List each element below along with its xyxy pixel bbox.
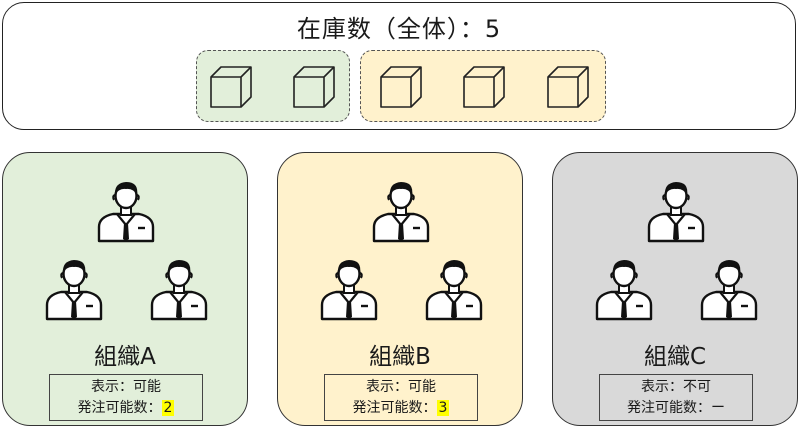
display-status: 表示：不可 bbox=[641, 379, 711, 395]
box-icon bbox=[460, 63, 508, 111]
display-status: 表示：可能 bbox=[366, 379, 436, 395]
person-icon bbox=[698, 257, 760, 321]
person-icon bbox=[95, 179, 157, 243]
stock-separator: ： bbox=[459, 15, 485, 43]
person-icon bbox=[318, 257, 380, 321]
person-icon bbox=[423, 257, 485, 321]
stock-label: 在庫数（全体） bbox=[296, 15, 460, 43]
org-card-b: 組織B 表示：可能 発注可能数：3 bbox=[277, 152, 523, 426]
org-name: 組織C bbox=[643, 344, 707, 370]
box-icon bbox=[544, 63, 592, 111]
org-name: 組織A bbox=[94, 344, 156, 370]
org-card-c: 組織C 表示：不可 発注可能数：ー bbox=[552, 152, 798, 426]
order-count-value: 2 bbox=[161, 400, 175, 416]
person-icon bbox=[593, 257, 655, 321]
person-icon bbox=[148, 257, 210, 321]
stock-value: 5 bbox=[484, 15, 502, 43]
box-icon bbox=[207, 63, 255, 111]
stock-group-b bbox=[360, 50, 606, 122]
org-info-box: 表示：不可 発注可能数：ー bbox=[599, 374, 753, 421]
org-name: 組織B bbox=[369, 344, 431, 370]
display-status: 表示：可能 bbox=[91, 379, 161, 395]
box-icon bbox=[377, 63, 425, 111]
org-info-box: 表示：可能 発注可能数：3 bbox=[324, 374, 478, 421]
stock-title: 在庫数（全体）：5 bbox=[3, 9, 795, 44]
person-icon bbox=[370, 179, 432, 243]
person-icon bbox=[43, 257, 105, 321]
box-icon bbox=[290, 63, 338, 111]
stock-group-a bbox=[196, 50, 350, 122]
order-count-value: ー bbox=[711, 400, 725, 416]
person-icon bbox=[645, 179, 707, 243]
order-count-value: 3 bbox=[436, 400, 450, 416]
org-card-a: 組織A 表示：可能 発注可能数：2 bbox=[2, 152, 248, 426]
order-available-count: 発注可能数：ー bbox=[627, 400, 725, 416]
org-info-box: 表示：可能 発注可能数：2 bbox=[49, 374, 203, 421]
stock-panel: 在庫数（全体）：5 bbox=[2, 2, 796, 130]
order-available-count: 発注可能数：3 bbox=[352, 400, 450, 416]
order-available-count: 発注可能数：2 bbox=[77, 400, 175, 416]
